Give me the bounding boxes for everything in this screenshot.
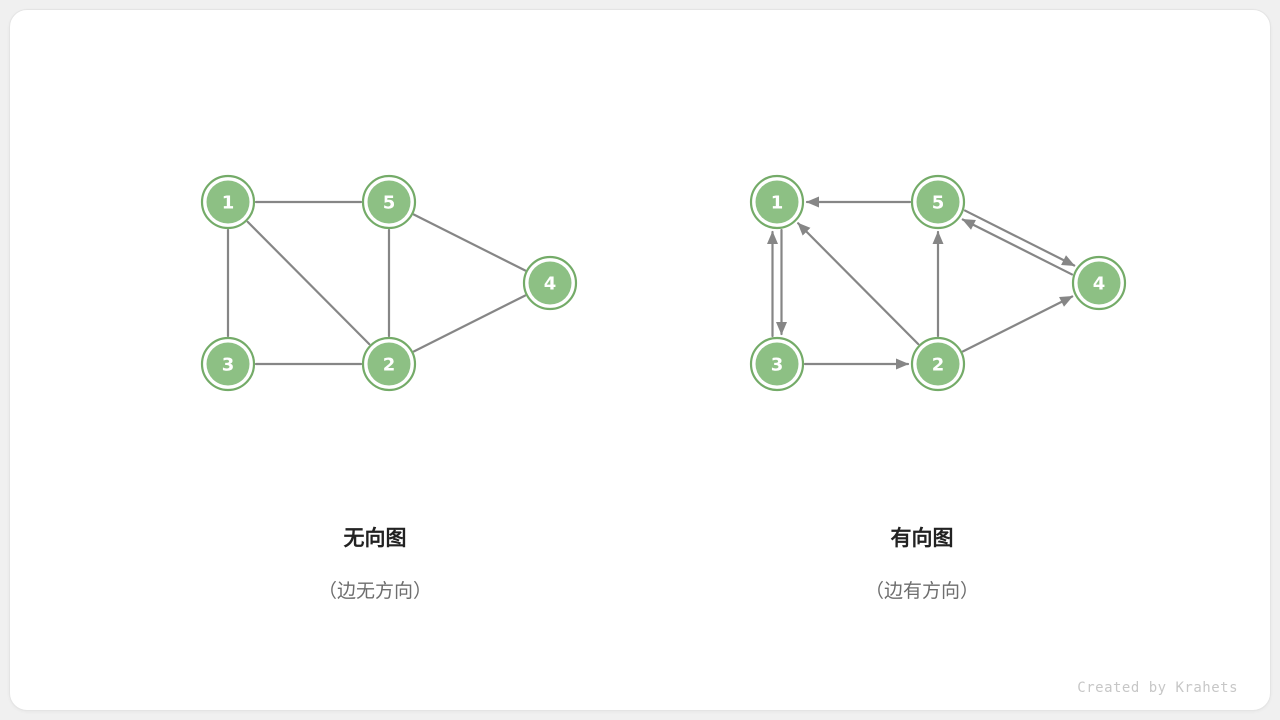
node-disk [367, 342, 411, 386]
graph-node: 5 [361, 174, 417, 230]
graph-node: 4 [1071, 255, 1127, 311]
graph-node: 3 [200, 336, 256, 392]
node-disk [755, 342, 799, 386]
caption-directed: 有向图 （边有方向） [722, 522, 1122, 603]
graph-node: 4 [522, 255, 578, 311]
directed-edge [961, 218, 1074, 276]
node-label: 4 [544, 274, 557, 295]
node-disk [367, 180, 411, 224]
node-disk [528, 261, 572, 305]
node-disk [916, 342, 960, 386]
node-label: 5 [932, 193, 945, 214]
watermark-credit: Created by Krahets [1077, 680, 1238, 696]
undirected-edge [246, 220, 371, 346]
node-disk [206, 180, 250, 224]
undirected-graph-subtitle: （边无方向） [317, 581, 432, 602]
node-label: 4 [1093, 274, 1106, 295]
graph-node: 3 [749, 336, 805, 392]
undirected-edge [412, 294, 527, 353]
caption-undirected: 无向图 （边无方向） [175, 522, 575, 603]
graph-node: 2 [910, 336, 966, 392]
node-disk [755, 180, 799, 224]
graph-node: 2 [361, 336, 417, 392]
directed-graph-title: 有向图 [890, 527, 954, 550]
node-label: 2 [383, 355, 396, 376]
directed-edge [797, 222, 920, 346]
node-label: 3 [222, 355, 235, 376]
node-disk [206, 342, 250, 386]
node-disk [1077, 261, 1121, 305]
graph-node: 5 [910, 174, 966, 230]
undirected-graph-title: 无向图 [343, 527, 407, 550]
undirected-edge [412, 213, 527, 272]
node-label: 1 [771, 193, 784, 214]
node-disk [916, 180, 960, 224]
directed-edge [963, 209, 1076, 267]
graph-node: 1 [200, 174, 256, 230]
node-label: 3 [771, 355, 784, 376]
directed-edge [961, 295, 1074, 353]
node-label: 5 [383, 193, 396, 214]
graph-node: 1 [749, 174, 805, 230]
node-label: 1 [222, 193, 235, 214]
directed-graph-subtitle: （边有方向） [864, 581, 979, 602]
node-label: 2 [932, 355, 945, 376]
